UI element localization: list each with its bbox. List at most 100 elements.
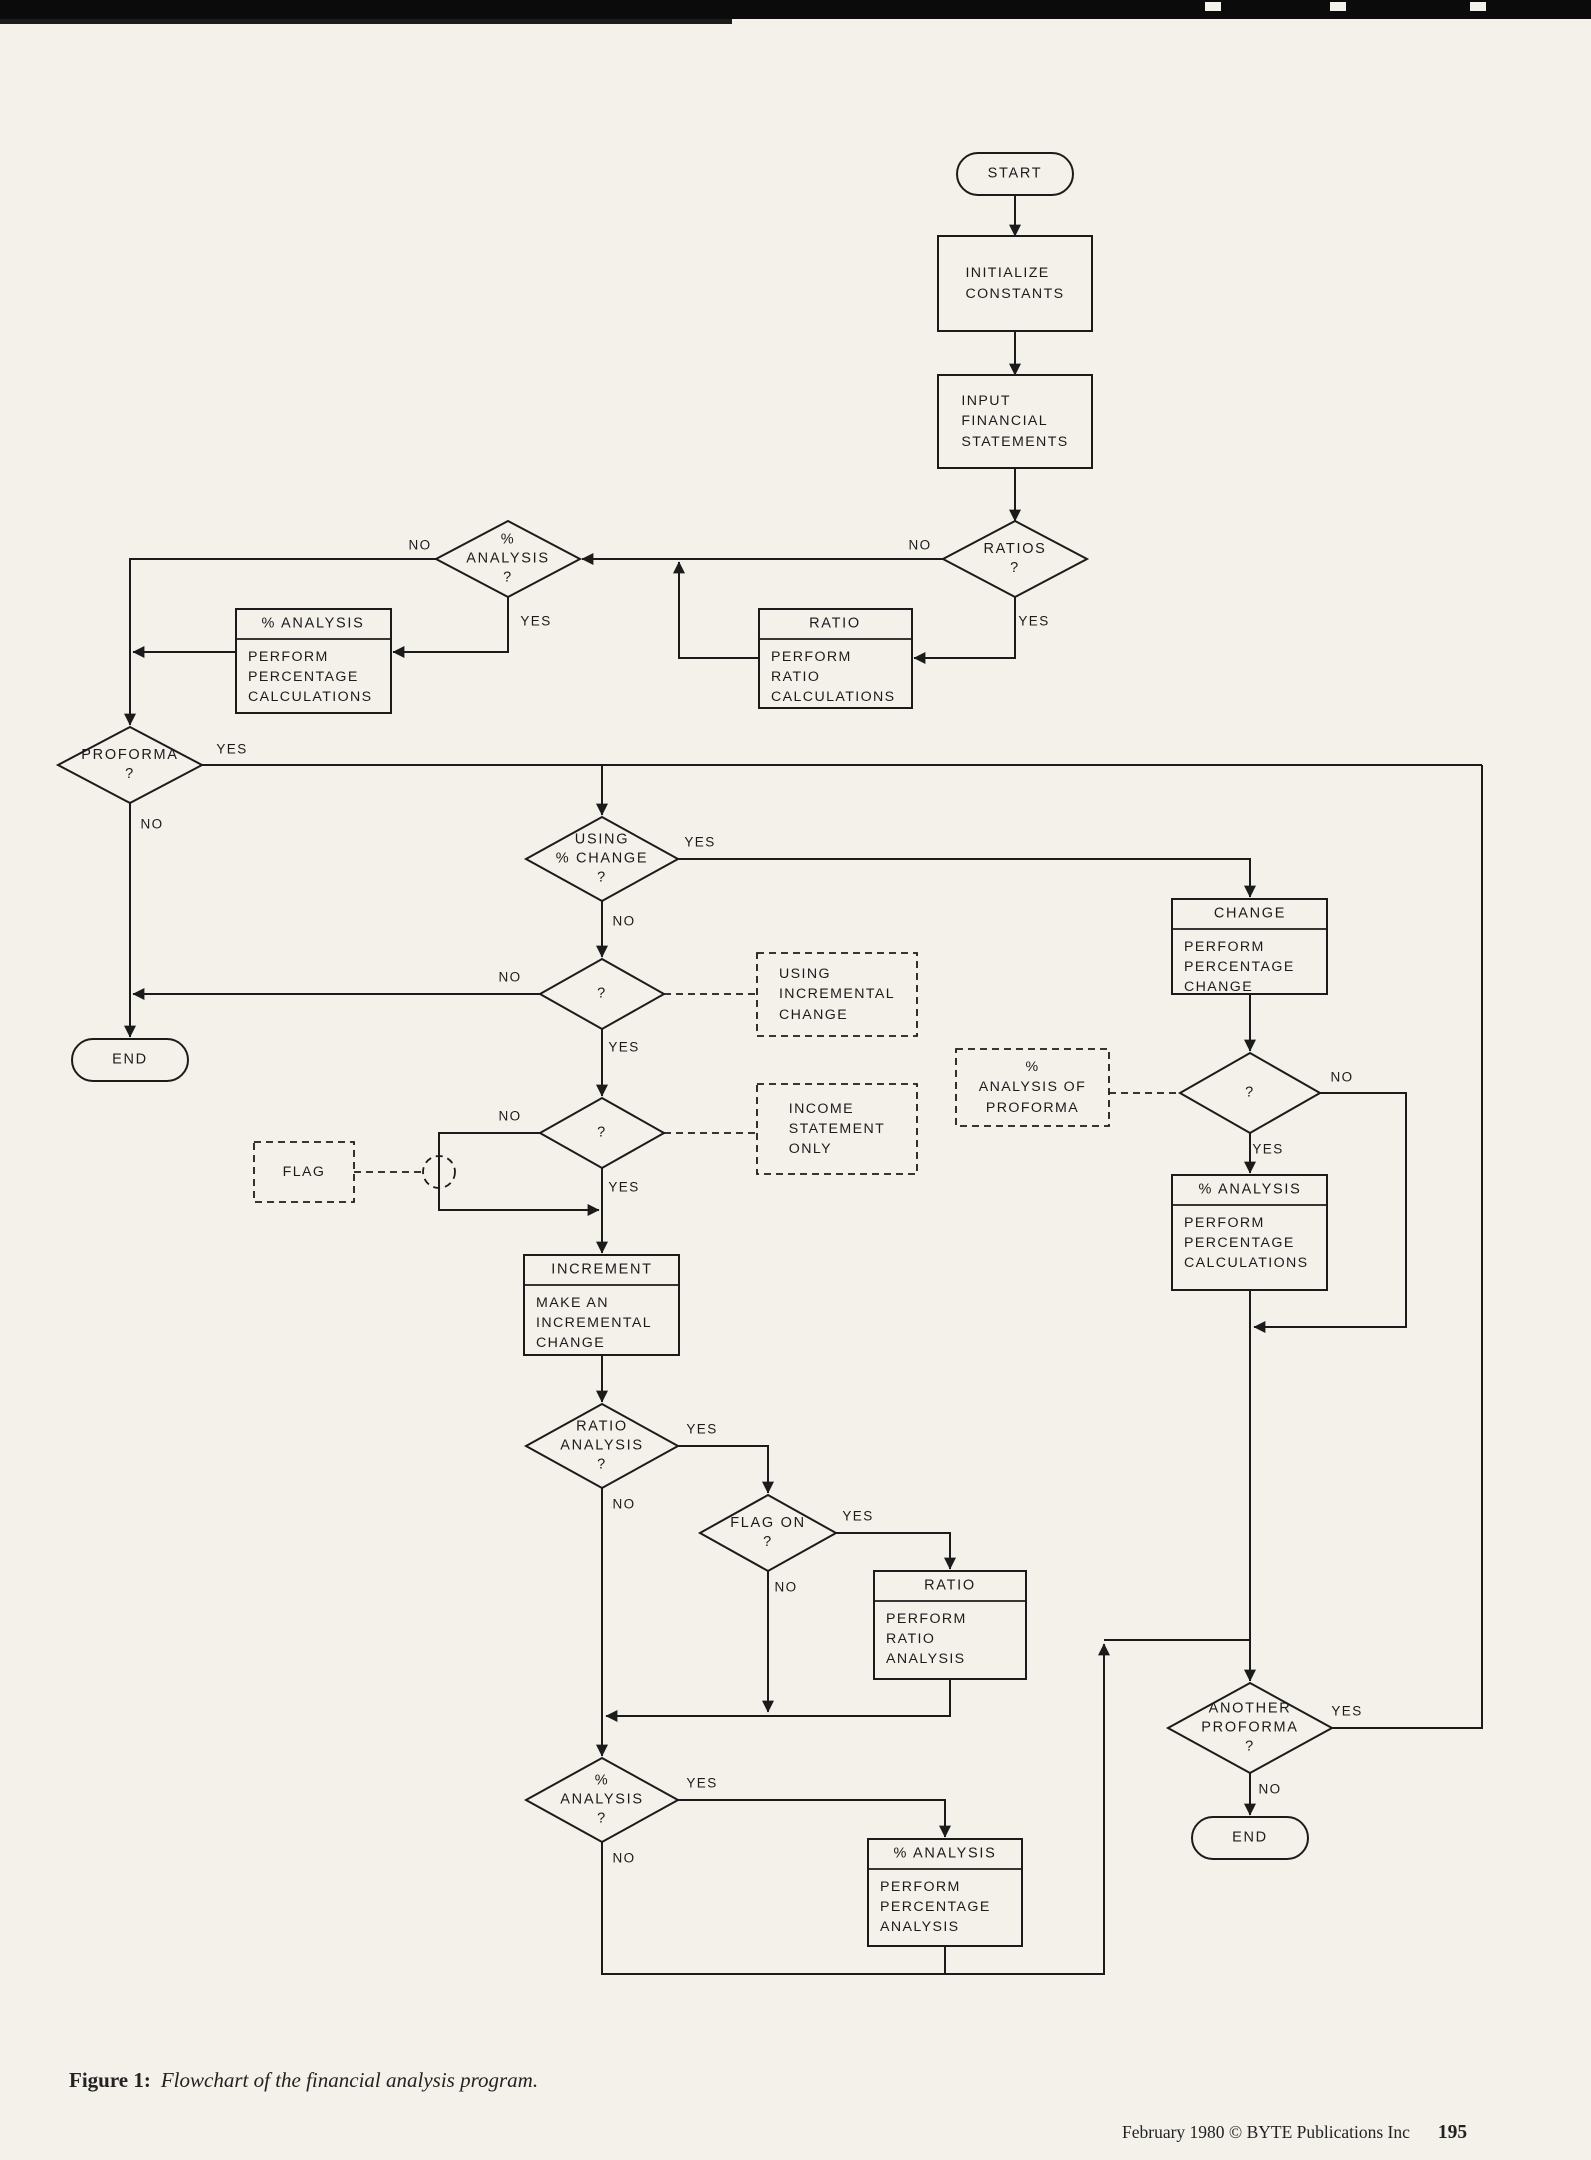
footer-credit: February 1980 © BYTE Publications Inc bbox=[1122, 2122, 1410, 2142]
label-ra-yes: YES bbox=[686, 1421, 718, 1437]
edge-using-yes-change bbox=[678, 858, 1256, 898]
scan-artifact-top-bar bbox=[0, 0, 1591, 19]
label-flagon-yes: YES bbox=[842, 1508, 874, 1524]
note-using-incremental bbox=[756, 952, 918, 1037]
decision-pct-analysis bbox=[433, 519, 583, 599]
footer-page-number: 195 bbox=[1437, 2122, 1468, 2143]
change-body: PERFORM PERCENTAGE CHANGE bbox=[1184, 939, 1295, 996]
edge-ratioanalysis-out bbox=[605, 1679, 951, 1722]
pct-calc-body: PERFORM PERCENTAGE CALCULATIONS bbox=[248, 649, 373, 706]
label-using-no: NO bbox=[612, 913, 636, 929]
edge-ratiocalc-out bbox=[673, 561, 759, 659]
edge-ra-yes bbox=[678, 1445, 774, 1494]
terminal-start bbox=[956, 152, 1074, 196]
label-ratios-yes: YES bbox=[1018, 613, 1050, 629]
decision-q-right bbox=[1177, 1051, 1323, 1135]
initialize-text: INITIALIZE CONSTANTS bbox=[965, 265, 1065, 302]
income-statement-note: INCOME STATEMENT ONLY bbox=[788, 1100, 886, 1158]
using-pct-change-label: USING % CHANGE ? bbox=[555, 831, 649, 886]
q-right-label: ? bbox=[1245, 1084, 1255, 1101]
label-pct-yes: YES bbox=[520, 613, 552, 629]
start-label: START bbox=[987, 165, 1043, 182]
end-left-label: END bbox=[112, 1051, 148, 1068]
label-flagon-no: NO bbox=[774, 1579, 798, 1595]
flow-edges bbox=[124, 195, 1483, 1975]
pct-calc-title: % ANALYSIS bbox=[261, 615, 365, 632]
label-pct-no: NO bbox=[408, 537, 432, 553]
decision-ratios bbox=[940, 519, 1090, 599]
pct-analysis-bottom-label: % ANALYSIS ? bbox=[560, 1772, 644, 1827]
decision-pct-analysis-bottom bbox=[523, 1756, 681, 1844]
note-flag bbox=[253, 1141, 355, 1203]
scan-gap bbox=[1470, 2, 1486, 11]
edge-another-yes-loop bbox=[1332, 765, 1483, 1729]
terminal-end-left bbox=[71, 1038, 189, 1082]
label-q1-yes: YES bbox=[608, 1039, 640, 1055]
increment-title: INCREMENT bbox=[551, 1261, 653, 1278]
note-pct-of-proforma bbox=[955, 1048, 1110, 1127]
label-pctb-yes: YES bbox=[686, 1775, 718, 1791]
decision-q2 bbox=[537, 1096, 667, 1170]
edge-ratios-yes bbox=[913, 597, 1016, 664]
process-change bbox=[1171, 898, 1328, 995]
figure-caption-text: Flowchart of the financial analysis prog… bbox=[160, 2068, 539, 2092]
decision-proforma bbox=[55, 725, 205, 805]
scan-gap bbox=[1330, 2, 1346, 11]
process-ratio-analysis bbox=[873, 1570, 1027, 1680]
flag-on-label: FLAG ON ? bbox=[730, 1515, 806, 1550]
label-qright-no: NO bbox=[1330, 1069, 1354, 1085]
label-using-yes: YES bbox=[684, 834, 716, 850]
increment-body: MAKE AN INCREMENTAL CHANGE bbox=[536, 1295, 653, 1352]
process-increment bbox=[523, 1254, 680, 1356]
ratio-analysis-box-title: RATIO bbox=[924, 1577, 976, 1594]
pct-of-proforma-note: % ANALYSIS OF PROFORMA bbox=[978, 1059, 1087, 1116]
decision-q1 bbox=[537, 957, 667, 1031]
label-ra-no: NO bbox=[612, 1496, 636, 1512]
note-income-statement bbox=[756, 1083, 918, 1175]
label-proforma-yes: YES bbox=[216, 741, 248, 757]
flag-note: FLAG bbox=[282, 1163, 326, 1180]
decision-flag-on bbox=[697, 1493, 839, 1573]
ratio-analysis-label: RATIO ANALYSIS ? bbox=[560, 1418, 644, 1473]
label-pctb-no: NO bbox=[612, 1850, 636, 1866]
process-pct-calc-right bbox=[1171, 1174, 1328, 1291]
flow-shapes bbox=[55, 152, 1335, 1947]
q1-label: ? bbox=[597, 985, 607, 1002]
label-ratios-no: NO bbox=[908, 537, 932, 553]
edge-pctb-no-loop bbox=[601, 1643, 1110, 1975]
pct-analysis-box-title: % ANALYSIS bbox=[893, 1845, 997, 1862]
pct-analysis-box-body: PERFORM PERCENTAGE ANALYSIS bbox=[880, 1879, 991, 1936]
process-ratio-calc bbox=[758, 608, 913, 709]
pct-calc-right-title: % ANALYSIS bbox=[1198, 1181, 1302, 1198]
using-incremental-note: USING INCREMENTAL CHANGE bbox=[778, 966, 896, 1023]
pct-analysis-label: % ANALYSIS ? bbox=[466, 531, 550, 586]
terminal-end-right bbox=[1191, 1816, 1309, 1860]
connector-flag-circle bbox=[422, 1155, 456, 1189]
scan-gap bbox=[1205, 2, 1221, 11]
figure-caption-prefix: Figure 1: bbox=[69, 2068, 151, 2092]
ratios-label: RATIOS ? bbox=[983, 541, 1047, 576]
label-q1-no: NO bbox=[498, 969, 522, 985]
input-text: INPUT FINANCIAL STATEMENTS bbox=[961, 393, 1069, 450]
ratio-calc-body: PERFORM RATIO CALCULATIONS bbox=[771, 649, 896, 706]
edge-q2-no-flagpath bbox=[438, 1132, 600, 1216]
edge-qright-no-loop bbox=[1253, 1092, 1407, 1333]
decision-using-pct-change bbox=[523, 815, 681, 903]
label-proforma-no: NO bbox=[140, 816, 164, 832]
proforma-label: PROFORMA ? bbox=[81, 747, 179, 782]
scan-artifact-strip bbox=[0, 19, 732, 24]
q2-label: ? bbox=[597, 1124, 607, 1141]
edge-flagon-yes bbox=[836, 1532, 956, 1570]
label-another-yes: YES bbox=[1331, 1703, 1363, 1719]
edge-pctb-yes bbox=[678, 1799, 951, 1838]
process-input bbox=[937, 374, 1093, 469]
label-another-no: NO bbox=[1258, 1781, 1282, 1797]
page-footer: February 1980 © BYTE Publications Inc 19… bbox=[1122, 2122, 1467, 2144]
decision-ratio-analysis bbox=[523, 1402, 681, 1490]
end-right-label: END bbox=[1232, 1829, 1268, 1846]
process-pct-calc bbox=[235, 608, 392, 714]
change-title: CHANGE bbox=[1213, 905, 1287, 922]
process-pct-analysis-bottom bbox=[867, 1838, 1023, 1947]
